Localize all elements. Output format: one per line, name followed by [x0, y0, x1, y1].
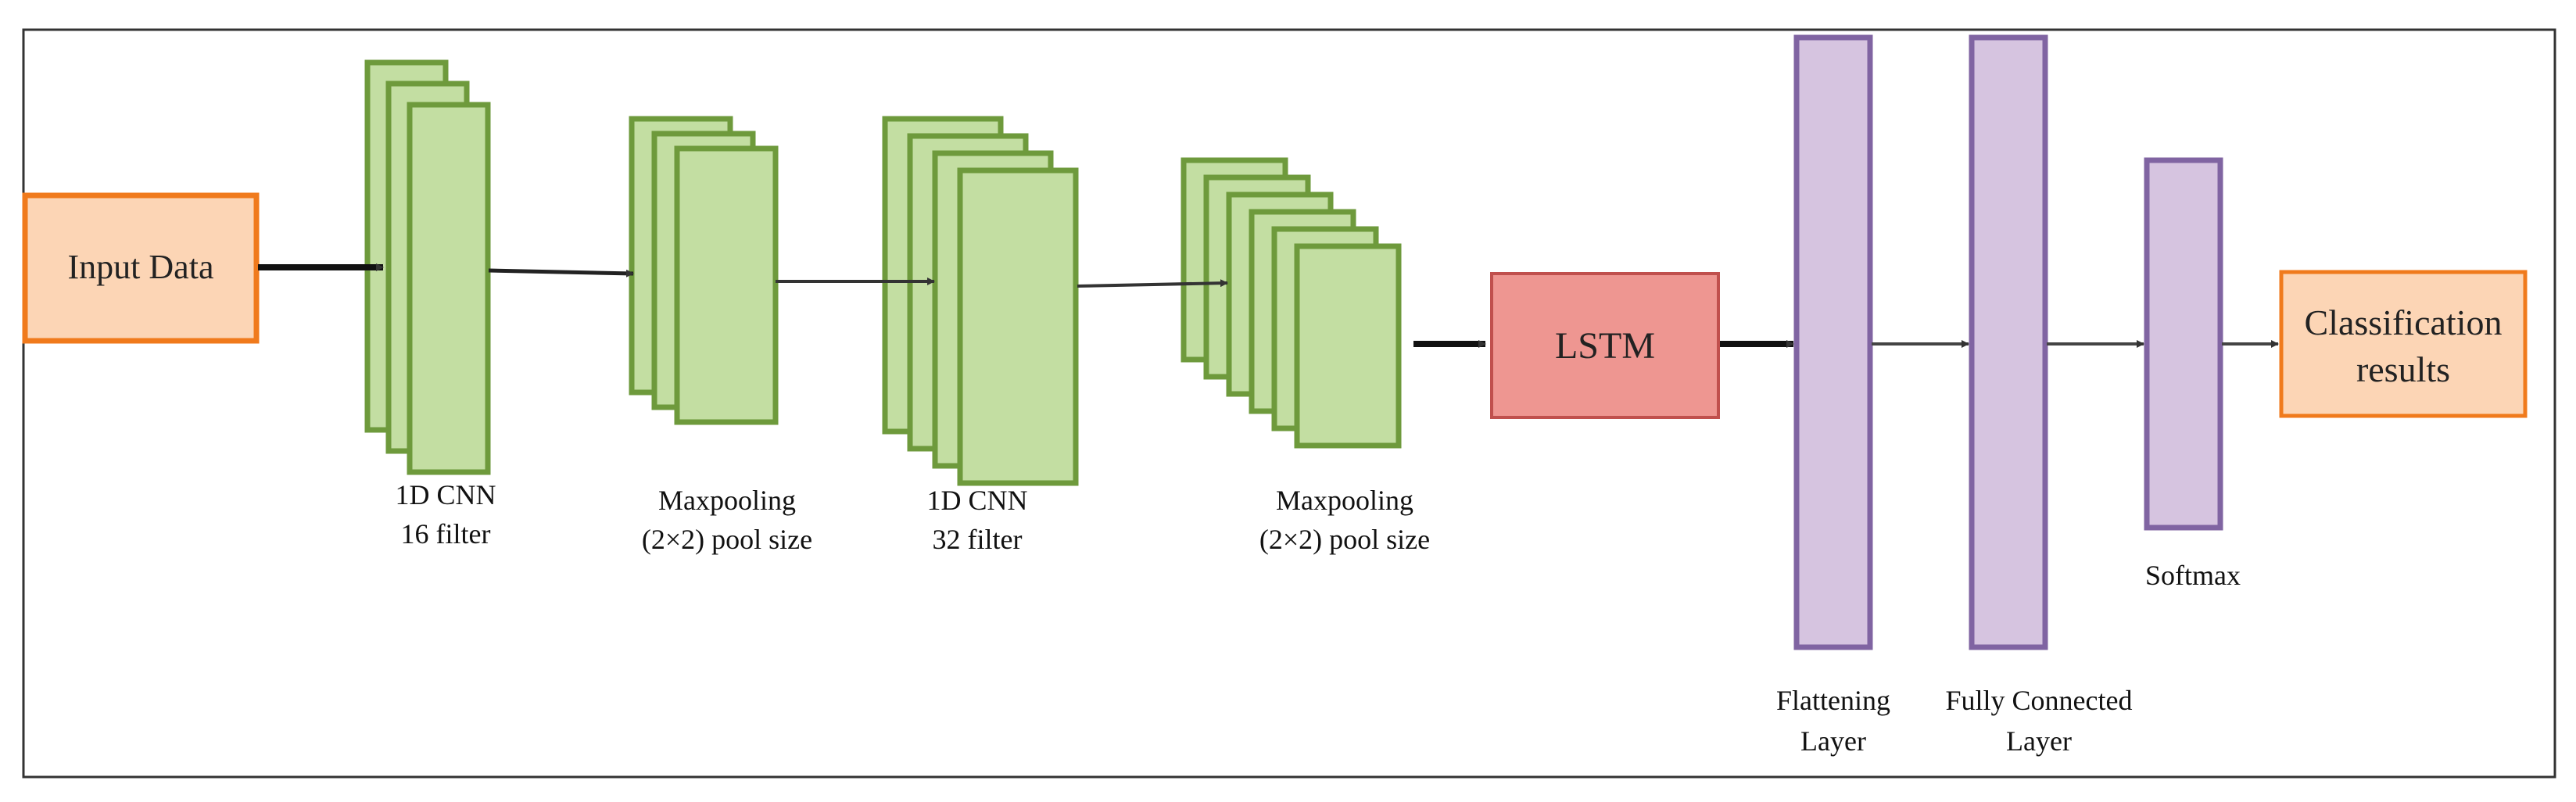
input-data-label: Input Data	[68, 248, 214, 286]
pool2-filter-stack	[1181, 157, 1402, 449]
classification-results-line1: Classification	[2305, 303, 2503, 342]
pool1-feature-map-3	[674, 145, 779, 425]
diagram-frame	[22, 28, 2556, 779]
flattening-label-line1: Flattening	[1776, 685, 1890, 716]
conv1-filter-stack	[364, 59, 491, 475]
pool1-label-line1: Maxpooling	[658, 485, 796, 516]
conv2-feature-map-4	[957, 167, 1079, 486]
pool2-label-line1: Maxpooling	[1276, 485, 1413, 516]
fc-label-line2: Layer	[2006, 725, 2072, 757]
input-data-box	[22, 192, 260, 344]
conv2-filter-stack	[882, 116, 1079, 486]
softmax-label: Softmax	[2145, 560, 2241, 591]
conv1-feature-map-3	[407, 102, 491, 475]
pool2-feature-map-6	[1294, 243, 1402, 449]
classification-results-node: Classification results	[2279, 270, 2528, 418]
lstm-box	[1490, 272, 1720, 419]
pool1-filter-stack	[629, 116, 779, 425]
fc-label-line1: Fully Connected	[1946, 685, 2133, 716]
softmax-layer-box	[2144, 157, 2223, 531]
conv2-label-line2: 32 filter	[933, 524, 1023, 555]
fully-connected-layer-box	[1969, 34, 2048, 650]
conv1-label-line1: 1D CNN	[395, 479, 496, 510]
flattening-layer-box	[1793, 34, 1873, 650]
conv2-label-line1: 1D CNN	[926, 485, 1027, 516]
arrow-conv1-to-pool1	[488, 268, 634, 277]
input-data-node: Input Data	[22, 192, 260, 344]
conv1-label-line2: 16 filter	[401, 518, 491, 550]
pool2-label-line2: (2×2) pool size	[1259, 524, 1430, 555]
lstm-node: LSTM	[1490, 272, 1720, 419]
flattening-label-line2: Layer	[1800, 725, 1866, 757]
pool1-label-line2: (2×2) pool size	[642, 524, 812, 555]
classification-results-box	[2279, 270, 2528, 418]
arrow-conv2-to-pool2	[1077, 279, 1228, 288]
lstm-label: LSTM	[1555, 325, 1655, 367]
classification-results-line2: results	[2356, 349, 2450, 389]
